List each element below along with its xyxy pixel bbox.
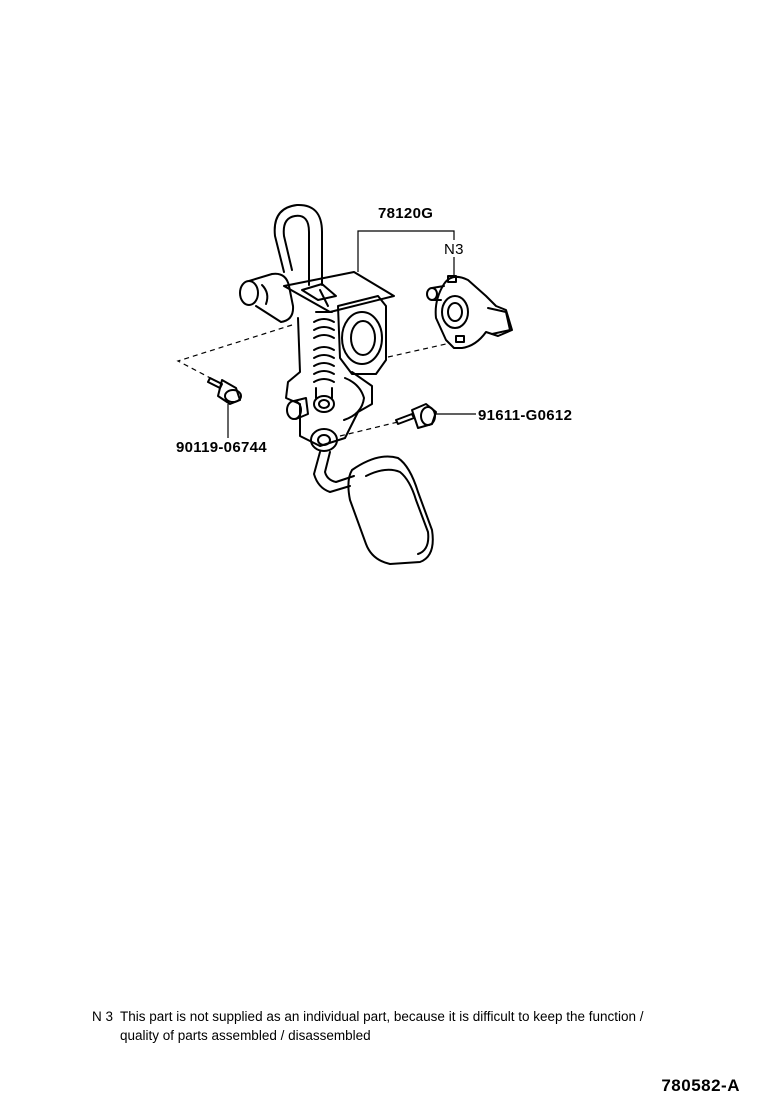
callout-assembly: 78120G bbox=[378, 205, 433, 222]
footnote-line2: quality of parts assembled / disassemble… bbox=[120, 1028, 371, 1043]
callout-note-ref: N3 bbox=[444, 241, 464, 258]
footnote-code: N 3 bbox=[92, 1009, 114, 1024]
dashed-guide-left bbox=[176, 324, 293, 383]
pedal-lower-pivot bbox=[310, 428, 338, 452]
pedal-pad bbox=[347, 455, 434, 565]
pedal-position-sensor bbox=[426, 275, 513, 349]
diagram-code: 780582-A bbox=[661, 1076, 740, 1095]
pedal-arm-upper-rod bbox=[273, 203, 323, 286]
bolt-left-icon bbox=[207, 377, 242, 405]
pedal-pivot-boss bbox=[239, 272, 295, 323]
bolt-right-icon bbox=[395, 403, 437, 429]
leader-line-assembly bbox=[357, 230, 455, 272]
footnote-line1: This part is not supplied as an individu… bbox=[120, 1009, 644, 1024]
callout-bolt-right: 91611-G0612 bbox=[478, 407, 572, 424]
footnote: N 3 This part is not supplied as an indiv… bbox=[92, 1007, 732, 1045]
pedal-lever-arm bbox=[313, 451, 355, 493]
callout-bolt-left: 90119-06744 bbox=[176, 439, 267, 456]
pedal-top-plate bbox=[283, 271, 395, 313]
pedal-bracket-body bbox=[285, 295, 387, 447]
bracket-stud bbox=[286, 397, 309, 420]
return-spring bbox=[313, 311, 335, 413]
dashed-guide-right-lower bbox=[339, 421, 399, 437]
dashed-guide-right-upper bbox=[387, 343, 447, 358]
